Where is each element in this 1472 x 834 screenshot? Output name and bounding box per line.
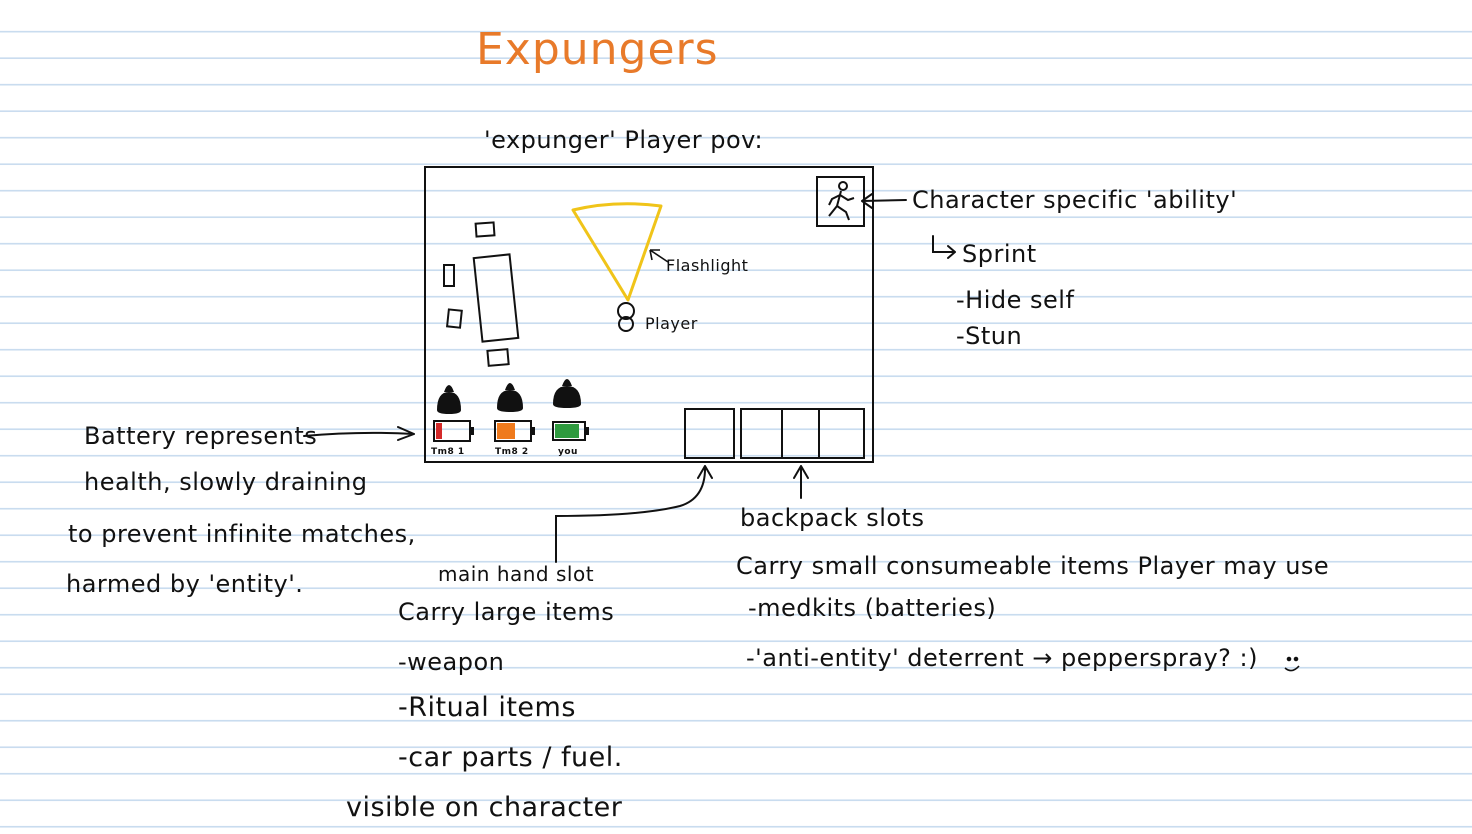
annotation-arrows — [303, 193, 956, 563]
battery-you — [552, 421, 589, 441]
main-hand-line-3: -weapon — [398, 648, 505, 676]
main-hand-line-6: visible on character — [346, 792, 623, 823]
battery-teammate-1 — [433, 420, 474, 442]
backpack-slot-1 — [740, 408, 783, 459]
battery-note-line-3: to prevent infinite matches, — [68, 520, 416, 548]
obstacle-small-top — [474, 221, 496, 238]
main-hand-line-4: -Ritual items — [398, 692, 576, 723]
game-screen-frame — [424, 166, 874, 463]
main-hand-slot — [684, 408, 735, 459]
smiley-icon — [1284, 656, 1300, 672]
main-hand-arrow — [555, 465, 713, 563]
running-man-icon — [828, 181, 855, 221]
main-hand-heading: main hand slot — [438, 562, 595, 586]
backpack-slot-3 — [818, 408, 865, 459]
battery-note-line-2: health, slowly draining — [84, 468, 368, 496]
player-icon — [617, 302, 635, 332]
teammate-2-label: Tm8 2 — [495, 447, 529, 457]
ability-slot — [816, 176, 865, 227]
avatar-teammate-2 — [497, 390, 523, 412]
page-title: Expungers — [476, 24, 719, 75]
backpack-heading: backpack slots — [740, 504, 925, 532]
flashlight-arrow — [649, 249, 669, 263]
teammate-1-label: Tm8 1 — [431, 447, 465, 457]
ability-item-stun: -Stun — [956, 322, 1023, 350]
backpack-slots — [740, 408, 865, 459]
obstacle-left-1 — [443, 264, 455, 287]
backpack-line-2: -medkits (batteries) — [748, 594, 997, 622]
player-label: Player — [645, 314, 698, 333]
avatar-you — [553, 386, 581, 408]
battery-note-line-4: harmed by 'entity'. — [66, 570, 304, 598]
avatar-teammate-1 — [437, 392, 461, 414]
teammate-avatars — [437, 379, 581, 414]
backpack-line-1: Carry small consumeable items Player may… — [736, 552, 1330, 580]
backpack-slot-2 — [781, 408, 820, 459]
ability-item-hide: -Hide self — [956, 286, 1075, 314]
flashlight-cone — [571, 202, 663, 302]
pov-subtitle: 'expunger' Player pov: — [484, 126, 764, 154]
backpack-line-3: -'anti-entity' deterrent → pepperspray? … — [746, 644, 1258, 672]
flashlight-label: Flashlight — [666, 256, 749, 275]
ability-heading: Character specific 'ability' — [912, 186, 1238, 214]
sprint-hook-arrow — [932, 235, 956, 259]
main-hand-line-5: -car parts / fuel. — [398, 742, 623, 773]
main-hand-line-2: Carry large items — [398, 598, 615, 626]
backpack-arrow — [793, 465, 809, 499]
battery-teammate-2 — [494, 420, 535, 442]
obstacle-left-2 — [445, 308, 463, 329]
battery-arrow — [303, 426, 415, 441]
you-label: you — [558, 447, 578, 457]
ability-item-sprint: Sprint — [962, 240, 1037, 268]
map-obstacles — [443, 221, 520, 367]
obstacle-long — [472, 253, 520, 343]
ability-arrow — [861, 193, 907, 209]
obstacle-bottom — [486, 348, 510, 367]
battery-note-line-1: Battery represents — [84, 422, 318, 450]
